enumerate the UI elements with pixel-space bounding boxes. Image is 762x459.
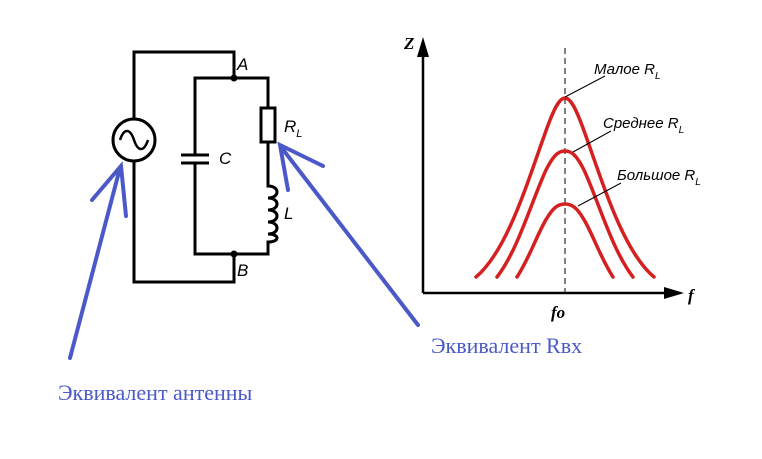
node-b-label: B	[237, 261, 248, 280]
annotation-arrows	[68, 141, 420, 360]
curve-small-rl	[474, 96, 656, 279]
x-axis-label: f	[688, 286, 696, 305]
inductor-label: L	[284, 204, 293, 223]
curve-label-small: Малое RL	[594, 61, 661, 82]
graph: Z f fo Малое RL Среднее RL Большое RL	[403, 34, 701, 322]
x-axis-arrow-icon	[664, 287, 684, 299]
curve-label-medium: Среднее RL	[603, 115, 684, 136]
antenna-annotation: Эквивалент антенны	[58, 380, 253, 405]
sine-wave-icon	[118, 129, 150, 151]
resistor-label: RL	[284, 117, 302, 140]
antenna-arrow-head-icon	[90, 161, 128, 218]
rbx-arrow-head-icon	[277, 141, 325, 192]
center-tick-label: fo	[551, 303, 565, 322]
leader-small-rl	[564, 75, 606, 98]
capacitor-label: C	[219, 149, 232, 168]
curve-medium-rl	[495, 149, 635, 279]
circuit: A B C L RL	[111, 50, 302, 284]
resistor-body	[259, 106, 277, 144]
node-b-dot	[230, 250, 238, 258]
rbx-annotation: Эквивалент Rвх	[431, 333, 582, 358]
node-a-label: A	[236, 55, 248, 74]
inductor-coil	[267, 184, 279, 244]
leader-large-rl	[577, 182, 622, 207]
node-a-dot	[230, 74, 238, 82]
curve-label-large: Большое RL	[617, 167, 701, 188]
antenna-arrow-shaft	[68, 166, 122, 360]
curve-large-rl	[515, 202, 615, 279]
rbx-arrow-shaft	[279, 145, 420, 327]
y-axis-arrow-icon	[417, 37, 429, 57]
wire-generator-bottom	[132, 160, 236, 284]
y-axis-label: Z	[403, 34, 414, 53]
leader-medium-rl	[572, 130, 612, 153]
wire-generator-top	[132, 50, 236, 120]
